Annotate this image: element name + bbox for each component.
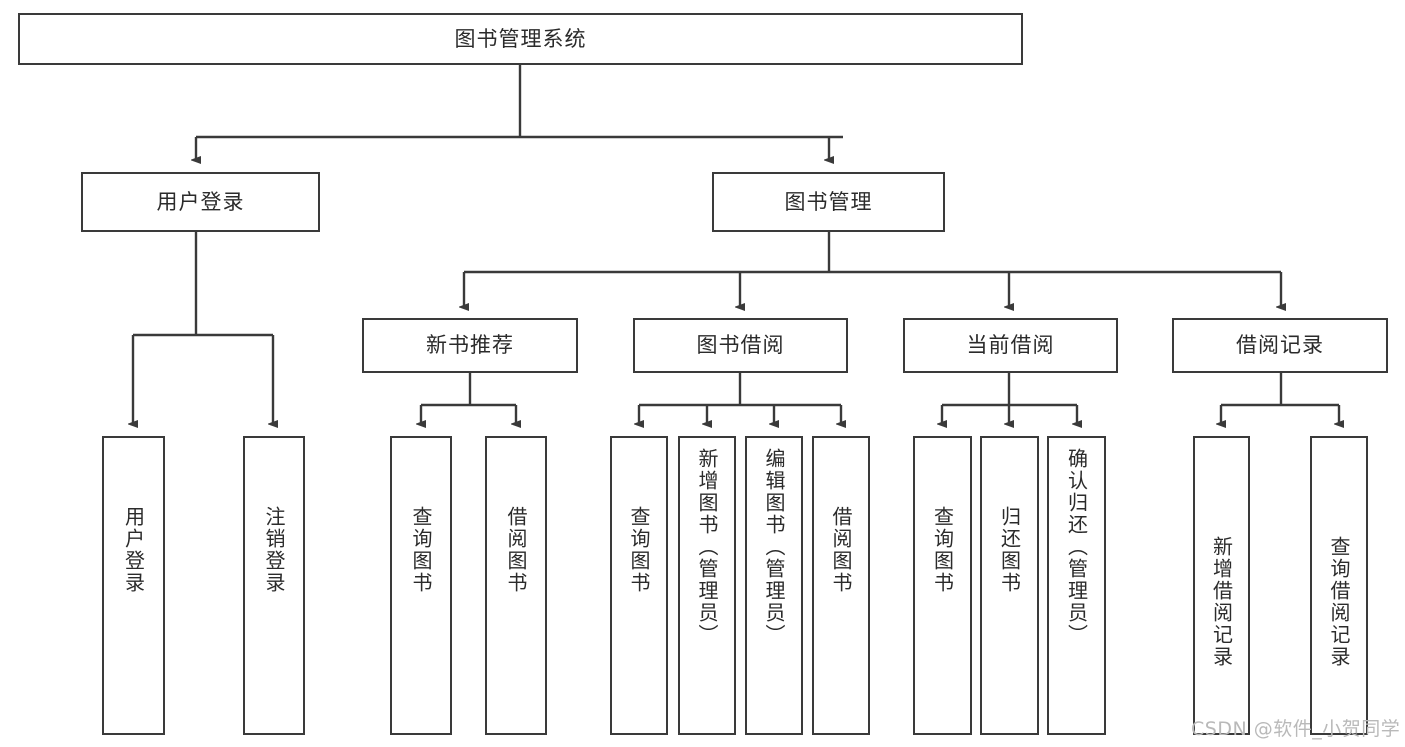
leaf-query-book-current[interactable]: 查询图书 bbox=[913, 436, 972, 735]
node-label: 查询借阅记录 bbox=[1327, 536, 1351, 668]
csdn-watermark: CSDN @软件_小贺同学 bbox=[1191, 718, 1401, 740]
node-book-borrow[interactable]: 图书借阅 bbox=[633, 318, 848, 373]
node-label: 查询图书 bbox=[930, 506, 955, 594]
node-label: 用户登录 bbox=[121, 506, 146, 594]
node-label: 图书管理系统 bbox=[454, 26, 587, 51]
node-label: 查询图书 bbox=[409, 506, 433, 594]
node-root-system[interactable]: 图书管理系统 bbox=[18, 13, 1023, 65]
leaf-query-book-newbook[interactable]: 查询图书 bbox=[390, 436, 452, 735]
node-label: 确认归还（管理员） bbox=[1064, 448, 1089, 646]
node-label: 当前借阅 bbox=[966, 333, 1055, 358]
leaf-query-borrow-record[interactable]: 查询借阅记录 bbox=[1310, 436, 1368, 735]
node-label: 编辑图书（管理员） bbox=[762, 448, 786, 646]
leaf-return-book[interactable]: 归还图书 bbox=[980, 436, 1039, 735]
node-current-borrow[interactable]: 当前借阅 bbox=[903, 318, 1118, 373]
leaf-borrow-book-newbook[interactable]: 借阅图书 bbox=[485, 436, 547, 735]
node-user-login[interactable]: 用户登录 bbox=[81, 172, 320, 232]
node-label: 借阅记录 bbox=[1236, 333, 1324, 358]
node-label: 用户登录 bbox=[156, 189, 245, 214]
leaf-add-borrow-record[interactable]: 新增借阅记录 bbox=[1193, 436, 1250, 735]
node-label: 图书管理 bbox=[784, 189, 873, 214]
node-label: 借阅图书 bbox=[504, 506, 528, 594]
leaf-user-login[interactable]: 用户登录 bbox=[102, 436, 165, 735]
node-label: 新增图书（管理员） bbox=[695, 448, 719, 646]
leaf-logout[interactable]: 注销登录 bbox=[243, 436, 305, 735]
node-label: 归还图书 bbox=[997, 506, 1022, 594]
leaf-add-book-admin[interactable]: 新增图书（管理员） bbox=[678, 436, 736, 735]
node-label: 新增借阅记录 bbox=[1209, 536, 1234, 668]
node-label: 图书借阅 bbox=[696, 333, 785, 358]
node-borrow-records[interactable]: 借阅记录 bbox=[1172, 318, 1388, 373]
leaf-edit-book-admin[interactable]: 编辑图书（管理员） bbox=[745, 436, 803, 735]
node-label: 注销登录 bbox=[262, 506, 286, 594]
node-label: 借阅图书 bbox=[829, 506, 853, 594]
leaf-confirm-return-admin[interactable]: 确认归还（管理员） bbox=[1047, 436, 1106, 735]
node-book-management[interactable]: 图书管理 bbox=[712, 172, 945, 232]
node-label: 查询图书 bbox=[627, 506, 651, 594]
node-label: 新书推荐 bbox=[426, 333, 514, 358]
node-new-book-recommend[interactable]: 新书推荐 bbox=[362, 318, 578, 373]
leaf-query-book-borrow[interactable]: 查询图书 bbox=[610, 436, 668, 735]
leaf-lend-book[interactable]: 借阅图书 bbox=[812, 436, 870, 735]
